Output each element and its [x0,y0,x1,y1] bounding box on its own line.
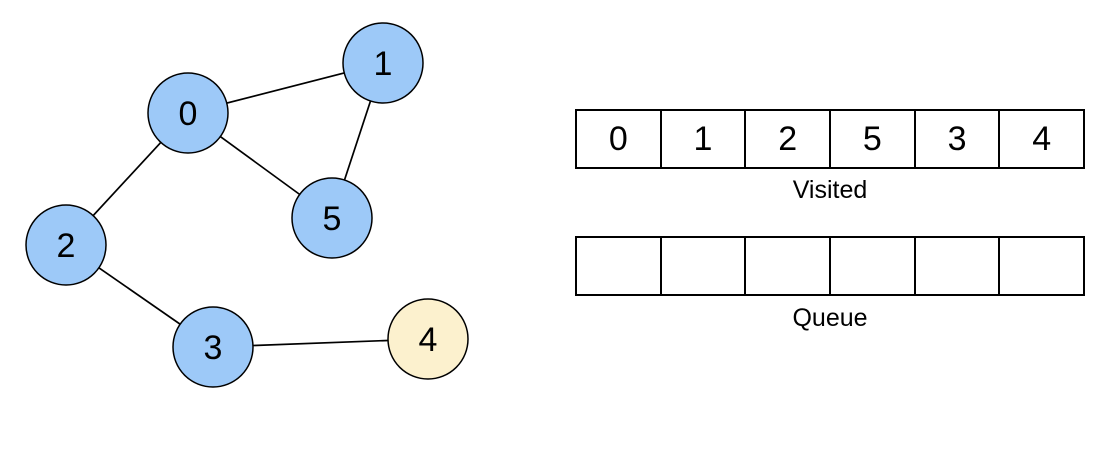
queue-cell-4 [913,238,999,294]
graph-node-label: 3 [204,329,223,367]
visited-cell-1: 1 [659,111,745,167]
graph-node-circle [342,22,424,104]
graph-node-label: 1 [374,45,393,83]
graph-node-label: 0 [179,95,198,133]
graph-node-circle [25,204,107,286]
graph-node-circle [291,177,373,259]
graph-diagram: 0 1 2 3 4 5 [25,22,469,388]
queue-cell-5 [998,238,1083,294]
graph-node-label: 5 [323,200,342,238]
graph-node-2: 2 [25,204,107,286]
visited-label: Visited [792,176,868,204]
graph-node-label: 2 [57,227,76,265]
graph-node-0: 0 [147,72,229,154]
visited-cell-2: 2 [744,111,829,167]
graph-node-circle [387,298,469,380]
graph-node-label: 4 [419,321,438,359]
queue-cell-0 [577,238,660,294]
queue-cell-1 [659,238,745,294]
queue-label: Queue [792,304,868,332]
graph-node-circle [172,306,254,388]
queue-cell-2 [744,238,829,294]
visited-cell-3: 5 [829,111,914,167]
graph-node-circle [147,72,229,154]
visited-cell-5: 4 [998,111,1083,167]
visited-cell-0: 0 [608,120,628,158]
graph-node-1: 1 [342,22,424,104]
graph-node-3: 3 [172,306,254,388]
graph-node-5: 5 [291,177,373,259]
queue-cell-3 [829,238,914,294]
queue-array [575,236,1085,296]
graph-node-4: 4 [387,298,469,380]
visited-cell-4: 3 [913,111,999,167]
